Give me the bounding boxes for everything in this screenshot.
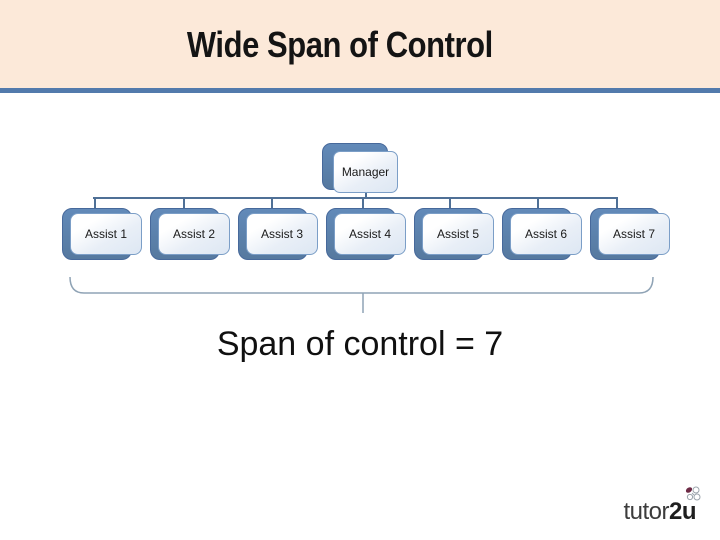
org-node-assist: Assist 5 xyxy=(414,208,494,260)
assist-plate: Assist 6 xyxy=(510,213,582,255)
org-node-assist: Assist 1 xyxy=(62,208,142,260)
connector-stub xyxy=(537,198,539,209)
logo-text: tutor2u xyxy=(623,498,696,525)
org-node-assist: Assist 2 xyxy=(150,208,230,260)
caption-text: Span of control = 7 xyxy=(216,325,504,363)
logo-text-regular: tutor xyxy=(623,498,669,525)
manager-plate: Manager xyxy=(333,151,398,193)
org-node-manager: Manager xyxy=(322,143,400,195)
page-title-text: Wide Span of Control xyxy=(187,24,493,65)
brace-shape xyxy=(69,276,654,313)
org-node-assist: Assist 4 xyxy=(326,208,406,260)
assist-label: Assist 7 xyxy=(612,227,655,241)
assist-plate: Assist 5 xyxy=(422,213,494,255)
assist-label: Assist 3 xyxy=(260,227,303,241)
assist-plate: Assist 2 xyxy=(158,213,230,255)
manager-connector xyxy=(365,193,367,198)
assist-label: Assist 1 xyxy=(84,227,127,241)
assist-plate: Assist 7 xyxy=(598,213,670,255)
connector-horizontal xyxy=(93,197,618,199)
connector-stub xyxy=(616,198,618,209)
connector-stub xyxy=(362,198,364,209)
manager-label: Manager xyxy=(341,165,390,179)
logo-text-bold: 2u xyxy=(668,498,697,525)
tutor2u-logo: tutor2u xyxy=(623,486,701,530)
page-title: Wide Span of Control xyxy=(0,24,680,66)
org-node-assist: Assist 7 xyxy=(590,208,670,260)
flower-icon xyxy=(685,486,701,501)
connector-stub xyxy=(94,198,96,209)
org-node-assist: Assist 3 xyxy=(238,208,318,260)
assist-label: Assist 2 xyxy=(172,227,215,241)
connector-stub xyxy=(183,198,185,209)
connector-stub xyxy=(271,198,273,209)
assist-label: Assist 6 xyxy=(524,227,567,241)
assist-plate: Assist 4 xyxy=(334,213,406,255)
header-band: Wide Span of Control xyxy=(0,0,720,88)
assist-plate: Assist 1 xyxy=(70,213,142,255)
assist-label: Assist 4 xyxy=(348,227,391,241)
assist-label: Assist 5 xyxy=(436,227,479,241)
connector-stub xyxy=(449,198,451,209)
header-divider xyxy=(0,88,720,93)
assist-plate: Assist 3 xyxy=(246,213,318,255)
org-node-assist: Assist 6 xyxy=(502,208,582,260)
